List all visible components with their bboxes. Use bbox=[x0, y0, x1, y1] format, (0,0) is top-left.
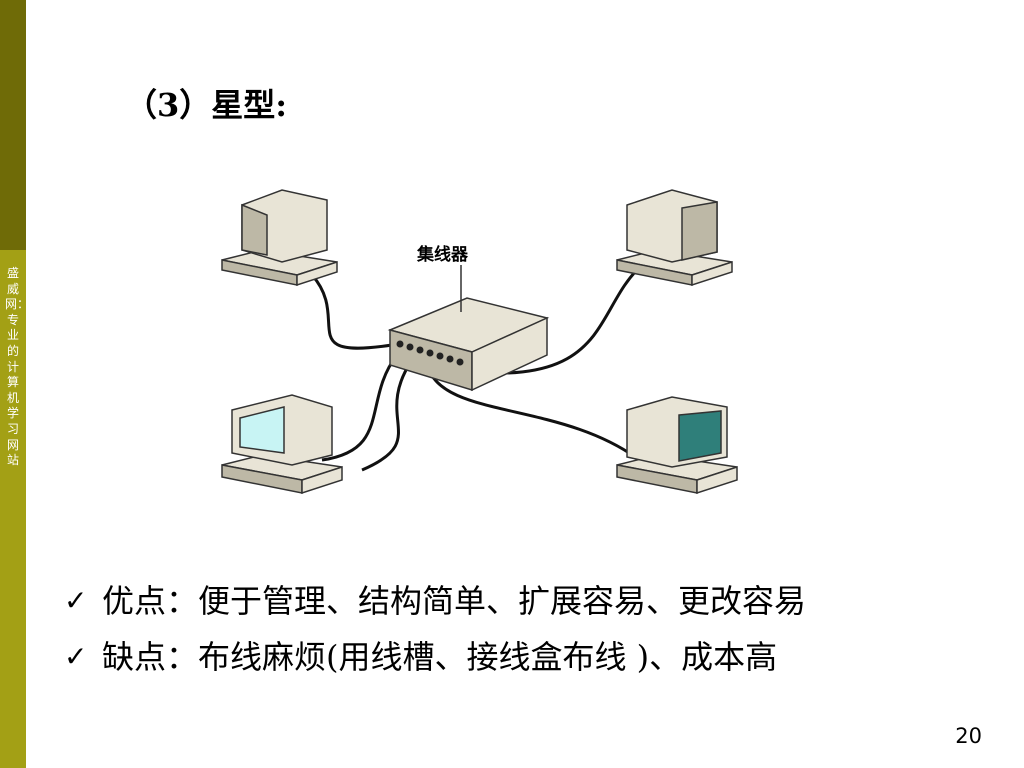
bullet-text: 优点：便于管理、结构简单、扩展容易、更改容易 bbox=[102, 582, 807, 620]
sidebar-site-text: 盛威网：专业的计算机学习网站 bbox=[5, 266, 30, 468]
bullet-disadvantages: ✓ 缺点：布线麻烦(用线槽、接线盒布线 )、成本高 bbox=[64, 634, 954, 680]
cable-bottom-right bbox=[425, 364, 643, 464]
bullet-text: 缺点：布线麻烦(用线槽、接线盒布线 )、成本高 bbox=[102, 638, 778, 676]
page-number: 20 bbox=[955, 724, 982, 748]
computer-bottom-right bbox=[616, 396, 738, 495]
sidebar: 盛威网：专业的计算机学习网站 bbox=[0, 0, 30, 768]
bullet-advantages: ✓ 优点：便于管理、结构简单、扩展容易、更改容易 bbox=[64, 578, 954, 624]
bullet-list: ✓ 优点：便于管理、结构简单、扩展容易、更改容易 ✓ 缺点：布线麻烦(用线槽、接… bbox=[64, 578, 954, 690]
computer-bottom-left bbox=[221, 394, 343, 495]
checkmark-icon: ✓ bbox=[64, 584, 88, 617]
computer-top-right bbox=[616, 189, 733, 287]
hub-label: 集线器 bbox=[416, 244, 469, 265]
cable-bottom-left bbox=[321, 354, 399, 462]
cable-top-left bbox=[310, 274, 393, 350]
computer-top-left bbox=[221, 189, 338, 287]
cable-bottom-left-2 bbox=[361, 359, 414, 472]
hub-device bbox=[387, 265, 550, 392]
checkmark-icon: ✓ bbox=[64, 640, 88, 673]
slide-heading: （3）星型: bbox=[125, 86, 288, 124]
star-topology-diagram: .beige { fill: #e8e4d6; stroke: #333; st… bbox=[221, 189, 738, 495]
